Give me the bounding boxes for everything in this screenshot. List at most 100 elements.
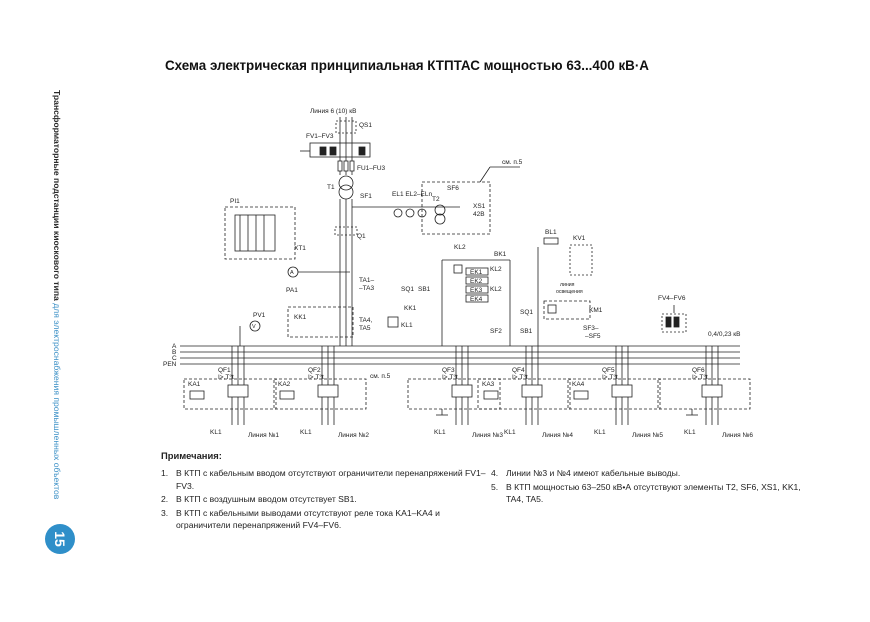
current-relay-symbol xyxy=(279,390,295,400)
kl2c-label: KL2 xyxy=(490,286,502,293)
current-relay-symbol xyxy=(573,390,589,400)
v42-label: 42В xyxy=(473,211,485,218)
see5-bottom-label: см. п.5 xyxy=(370,373,391,380)
kk1b-label: KK1 xyxy=(294,314,307,321)
note-text: В КТП с воздушным вводом отсутствует SB1… xyxy=(176,494,357,505)
kl1-label: KL1 xyxy=(210,429,222,436)
metering-section: PI1 XT1 A PA1 TA1– –TA3 SQ1 SB1 KK1 KL1 … xyxy=(224,198,431,346)
side-caption: Трансформаторные подстанции киоскового т… xyxy=(34,90,74,510)
note-number: 2. xyxy=(161,494,169,505)
side-banner: Трансформаторные подстанции киоскового т… xyxy=(20,90,90,510)
breaker-symbol xyxy=(227,384,249,398)
control-section: KL2 BK1 KL2 KL2 EK1 EK2 EK3 EK4 SQ1 SF2 … xyxy=(370,229,687,380)
qf-label: QF4 xyxy=(512,367,525,374)
fu-label: FU1–FU3 xyxy=(357,165,386,172)
bus-b-label: B xyxy=(172,349,176,356)
note-item: 3. В КТП с кабельными выводами отсутствую… xyxy=(161,507,491,532)
line-in-label: Линия 6 (10) кВ xyxy=(310,108,356,115)
kl1-label: KL1 xyxy=(684,429,696,436)
qf-label: QF1 xyxy=(218,367,231,374)
q1-label: Q1 xyxy=(357,233,366,240)
notes-left: 1.В КТП с кабельным вводом отсутствуют о… xyxy=(161,467,491,533)
svg-text:V: V xyxy=(252,324,256,330)
t2-label: T2 xyxy=(432,196,440,203)
note-item: 1.В КТП с кабельным вводом отсутствуют о… xyxy=(161,467,491,492)
note-text: Линии №3 и №4 имеют кабельные выводы. xyxy=(506,468,681,478)
pa1-label: PA1 xyxy=(286,287,298,294)
note-text: В КТП с кабельным вводом отсутствуют огр… xyxy=(176,468,486,491)
qf-label: QF6 xyxy=(692,367,705,374)
qf-sub-label: I>,T°t xyxy=(512,373,528,381)
notes-title: Примечания: xyxy=(161,450,222,461)
note-item: 4.Линии №3 и №4 имеют кабельные выводы. xyxy=(491,467,811,480)
line-label: Линия №4 xyxy=(542,432,573,439)
sf6-label: SF6 xyxy=(447,185,459,192)
sf35b-label: –SF5 xyxy=(585,333,601,340)
kl1-label: KL1 xyxy=(434,429,446,436)
sb1b-label: SB1 xyxy=(520,328,533,335)
current-relay-symbol xyxy=(189,390,205,400)
kl2b-label: KL2 xyxy=(490,266,502,273)
ta5-label: TA5 xyxy=(359,325,371,332)
note-text: В КТП с кабельными выводами отсутствуют … xyxy=(176,507,440,531)
ek3-label: EK3 xyxy=(470,287,483,294)
ka-label: KA1 xyxy=(188,381,201,388)
ka-label: KA2 xyxy=(278,381,291,388)
qf-sub-label: I>,T°t xyxy=(692,373,708,381)
breaker-symbol xyxy=(451,384,473,398)
qf-sub-label: I>,T°t xyxy=(308,373,324,381)
note-number: 3. xyxy=(161,507,169,518)
bk1-label: BK1 xyxy=(494,251,507,258)
page-number-text: 15 xyxy=(51,531,68,547)
line-light2-label: освещения xyxy=(556,289,583,295)
ka-label: KA3 xyxy=(482,381,495,388)
incoming-section: Линия 6 (10) кВ QS1 FV1–FV3 FU1–FU3 T1 Q… xyxy=(300,108,386,346)
kv1-label: KV1 xyxy=(573,235,586,242)
notes-right: 4.Линии №3 и №4 имеют кабельные выводы.5… xyxy=(491,467,811,507)
xt1-label: XT1 xyxy=(294,245,306,252)
qf-label: QF3 xyxy=(442,367,455,374)
kk1a-label: KK1 xyxy=(404,305,417,312)
fv-label: FV1–FV3 xyxy=(306,133,334,140)
note-item: 2. В КТП с воздушным вводом отсутствует S… xyxy=(161,493,491,506)
breaker-symbol xyxy=(701,384,723,398)
side-caption-grey: Трансформаторные подстанции киоскового т… xyxy=(52,90,62,304)
sf35-label: SF3– xyxy=(583,325,599,332)
ek1-label: EK1 xyxy=(470,269,483,276)
km1-label: KM1 xyxy=(589,307,603,314)
svg-text:A: A xyxy=(290,270,294,276)
qf-label: QF2 xyxy=(308,367,321,374)
pv1-label: PV1 xyxy=(253,312,266,319)
kl1-label: KL1 xyxy=(594,429,606,436)
voltage-low-label: 0,4/0,23 кВ xyxy=(708,331,740,338)
bus-bars: A B C PEN 0,4/0,23 кВ xyxy=(163,331,740,368)
ek4-label: EK4 xyxy=(470,296,483,303)
sq1a-label: SQ1 xyxy=(401,286,414,293)
fv46-label: FV4–FV6 xyxy=(658,295,686,302)
feeder-cell-frame xyxy=(657,378,751,410)
t1-label: T1 xyxy=(327,184,335,191)
feeder-cell-frame xyxy=(273,378,367,410)
feeder-cell-frame xyxy=(567,378,661,410)
page-number: 15 xyxy=(45,524,75,554)
xs1-label: XS1 xyxy=(473,203,486,210)
bus-a-label: A xyxy=(172,343,177,350)
ka-label: KA4 xyxy=(572,381,585,388)
line-label: Линия №3 xyxy=(472,432,503,439)
breaker-symbol xyxy=(521,384,543,398)
sf2-label: SF2 xyxy=(490,328,502,335)
line-label: Линия №2 xyxy=(338,432,369,439)
aux-transformer-section: SF1 EL1 EL2–ELn SF6 T2 XS1 42В см. п.5 xyxy=(352,159,523,235)
feeder-cell-frame xyxy=(407,378,501,410)
line-light-label: линия xyxy=(560,282,575,288)
bus-c-label: C xyxy=(172,355,177,362)
ek2-label: EK2 xyxy=(470,278,483,285)
kl1-label: KL1 xyxy=(504,429,516,436)
line-label: Линия №6 xyxy=(722,432,753,439)
ta13b-label: –TA3 xyxy=(359,285,374,292)
bl1-label: BL1 xyxy=(545,229,557,236)
qf-label: QF5 xyxy=(602,367,615,374)
sb1a-label: SB1 xyxy=(418,286,431,293)
line-label: Линия №5 xyxy=(632,432,663,439)
